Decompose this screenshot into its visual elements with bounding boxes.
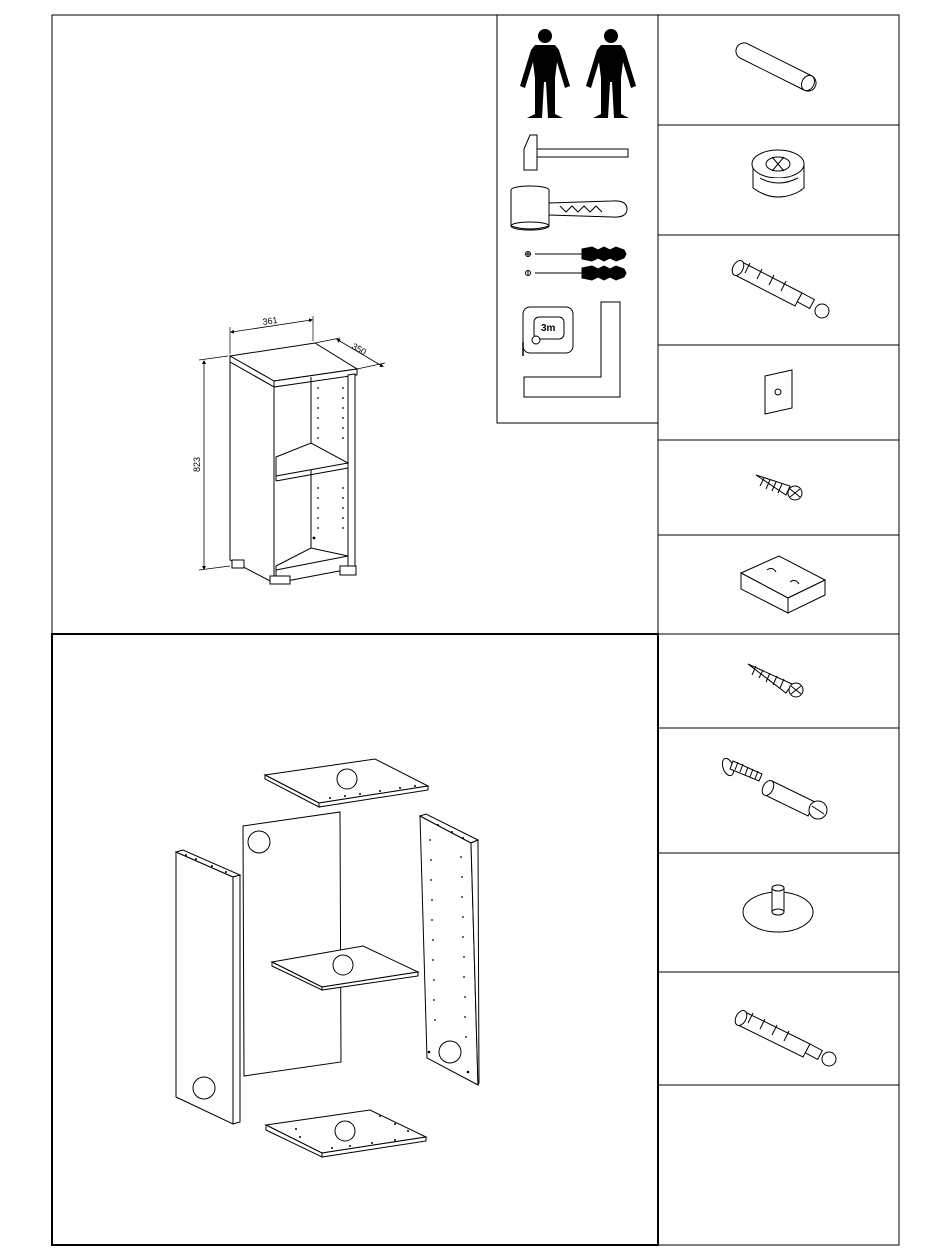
shelf-pin-connector-icon: [733, 1009, 836, 1066]
screwdrivers-icon: [526, 247, 627, 280]
left-side-panel: [176, 850, 240, 1124]
depth-dimension-label: 350: [350, 341, 368, 357]
wooden-dowel-icon: [736, 43, 817, 93]
long-screw-icon: [748, 664, 803, 697]
two-persons-icon: [520, 29, 636, 118]
tape-measure-label: 3m: [541, 323, 556, 334]
bottom-board: [266, 1110, 426, 1157]
hammer-icon: [524, 135, 628, 170]
corner-block-icon: [741, 556, 825, 613]
mallet-icon: [511, 186, 627, 230]
small-screw-icon: [756, 475, 802, 500]
back-panel: [243, 812, 341, 1076]
connector-bolt-icon: [720, 757, 827, 819]
glide-foot-icon: [743, 885, 813, 932]
height-dimension-label: 823: [192, 457, 202, 472]
top-board: [265, 759, 428, 807]
cam-bolt-icon: [730, 259, 829, 318]
cabinet-dimension-drawing: [199, 316, 385, 584]
cam-lock-icon: [752, 150, 804, 197]
right-side-panel: [420, 814, 479, 1085]
shelf-support-plate-icon: [765, 370, 792, 414]
tape-measure-icon: [523, 302, 620, 397]
exploded-view-drawing: [176, 759, 479, 1157]
width-dimension-label: 361: [262, 315, 278, 327]
